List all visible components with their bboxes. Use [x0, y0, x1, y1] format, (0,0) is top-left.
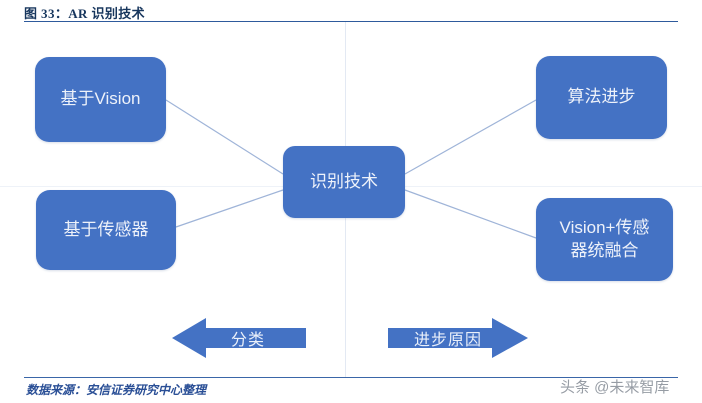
source-note: 数据来源：安信证券研究中心整理: [26, 383, 207, 397]
arrow-classification[interactable]: 分类: [172, 318, 306, 358]
node-algorithm-progress[interactable]: 算法进步: [536, 56, 667, 139]
node-vision-sensor-fusion[interactable]: Vision+传感 器统融合: [536, 198, 673, 281]
connector-center-to-fusion: [404, 189, 537, 239]
node-center-recognition-technology[interactable]: 识别技术: [283, 146, 405, 218]
arrow-left-icon: [172, 318, 306, 358]
arrow-progress-cause[interactable]: 进步原因: [388, 318, 528, 358]
node-vision-label: 基于Vision: [60, 89, 141, 109]
connector-center-to-algorithm: [404, 99, 537, 175]
connector-sensor-to-center: [175, 189, 284, 228]
node-vision[interactable]: 基于Vision: [35, 57, 166, 142]
arrow-classification-label: 分类: [230, 332, 265, 349]
title-divider-top: [24, 21, 678, 22]
source-divider-bottom: [24, 377, 678, 378]
connector-lines: [165, 99, 537, 239]
watermark: 头条 @未来智库: [560, 379, 670, 396]
connector-vision-to-center: [165, 99, 284, 175]
node-center-label: 识别技术: [310, 171, 378, 191]
node-sensor[interactable]: 基于传感器: [36, 190, 176, 270]
diagram-canvas: 基于Vision 基于传感器 识别技术 算法进步 Vision+传感 器统融合 …: [0, 22, 702, 377]
node-sensor-label: 基于传感器: [63, 219, 149, 239]
node-fusion-label: Vision+传感 器统融合: [559, 218, 650, 260]
arrow-progress-cause-label: 进步原因: [413, 332, 482, 349]
figure-title: 图 33：AR 识别技术: [24, 6, 146, 21]
arrow-right-icon: [388, 318, 528, 358]
node-algorithm-label: 算法进步: [567, 87, 636, 107]
